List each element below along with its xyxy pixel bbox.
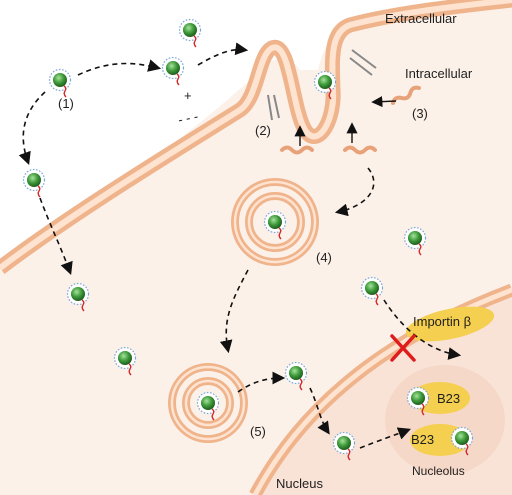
intracellular-label: Intracellular xyxy=(405,66,473,81)
step-1-label: (1) xyxy=(58,96,74,111)
cell-membrane xyxy=(0,0,512,274)
extracellular-label: Extracellular xyxy=(385,11,457,26)
step-3-label: (3) xyxy=(412,106,428,121)
step-2-label: (2) xyxy=(255,123,271,138)
b23-bottom-label: B23 xyxy=(411,432,434,447)
endosome-5 xyxy=(168,363,248,443)
b23-top-label: B23 xyxy=(437,391,460,406)
plus-sign: + xyxy=(184,88,192,103)
nucleolus-label: Nucleolus xyxy=(412,464,465,478)
step-4-label: (4) xyxy=(316,250,332,265)
endosome-4 xyxy=(231,178,319,266)
nucleolus xyxy=(385,365,505,475)
nucleus-label: Nucleus xyxy=(276,476,323,491)
step-5-label: (5) xyxy=(250,424,266,439)
minus-signs: - - - xyxy=(177,108,200,127)
importin-beta xyxy=(405,306,495,342)
blocked-cross xyxy=(390,334,416,362)
b23-protein-top xyxy=(410,382,470,414)
receptors xyxy=(267,49,377,121)
importin-label: Importin β xyxy=(413,314,471,329)
